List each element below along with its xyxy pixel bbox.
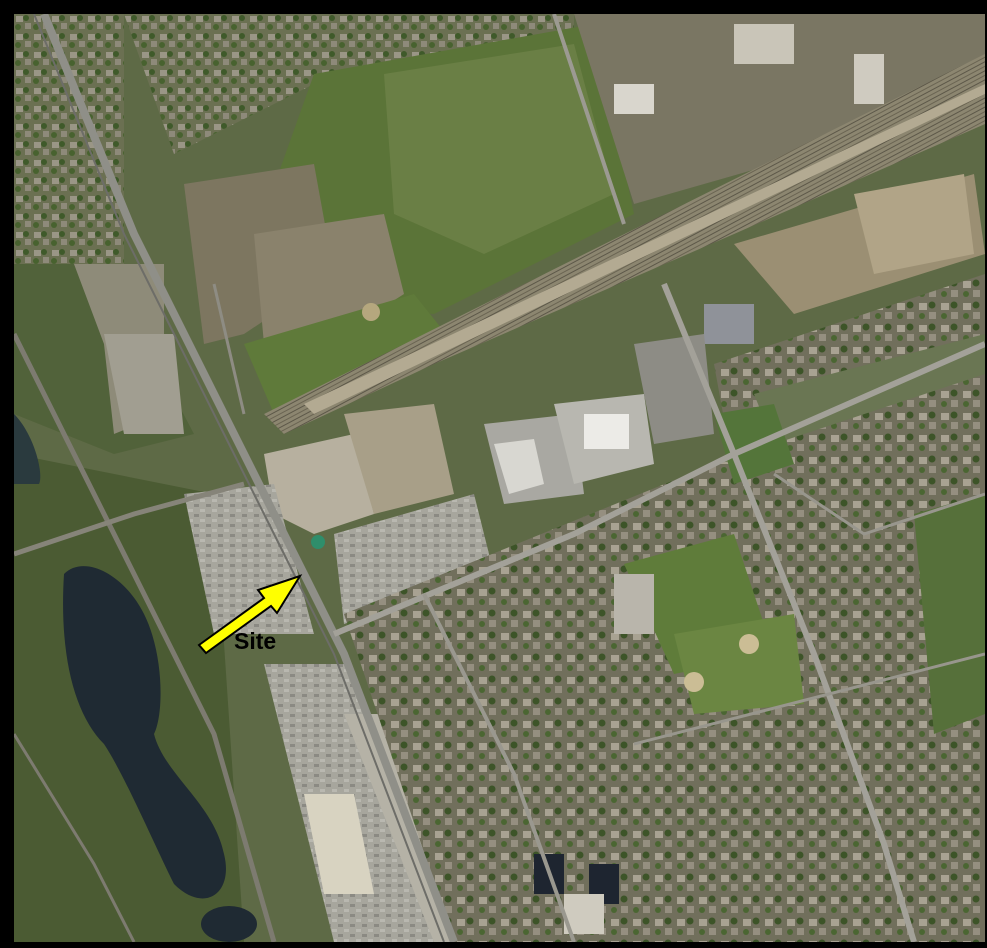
aerial-photo — [14, 14, 985, 942]
arrow-icon — [197, 574, 303, 655]
site-label: Site — [234, 628, 277, 654]
site-arrow — [197, 574, 303, 655]
